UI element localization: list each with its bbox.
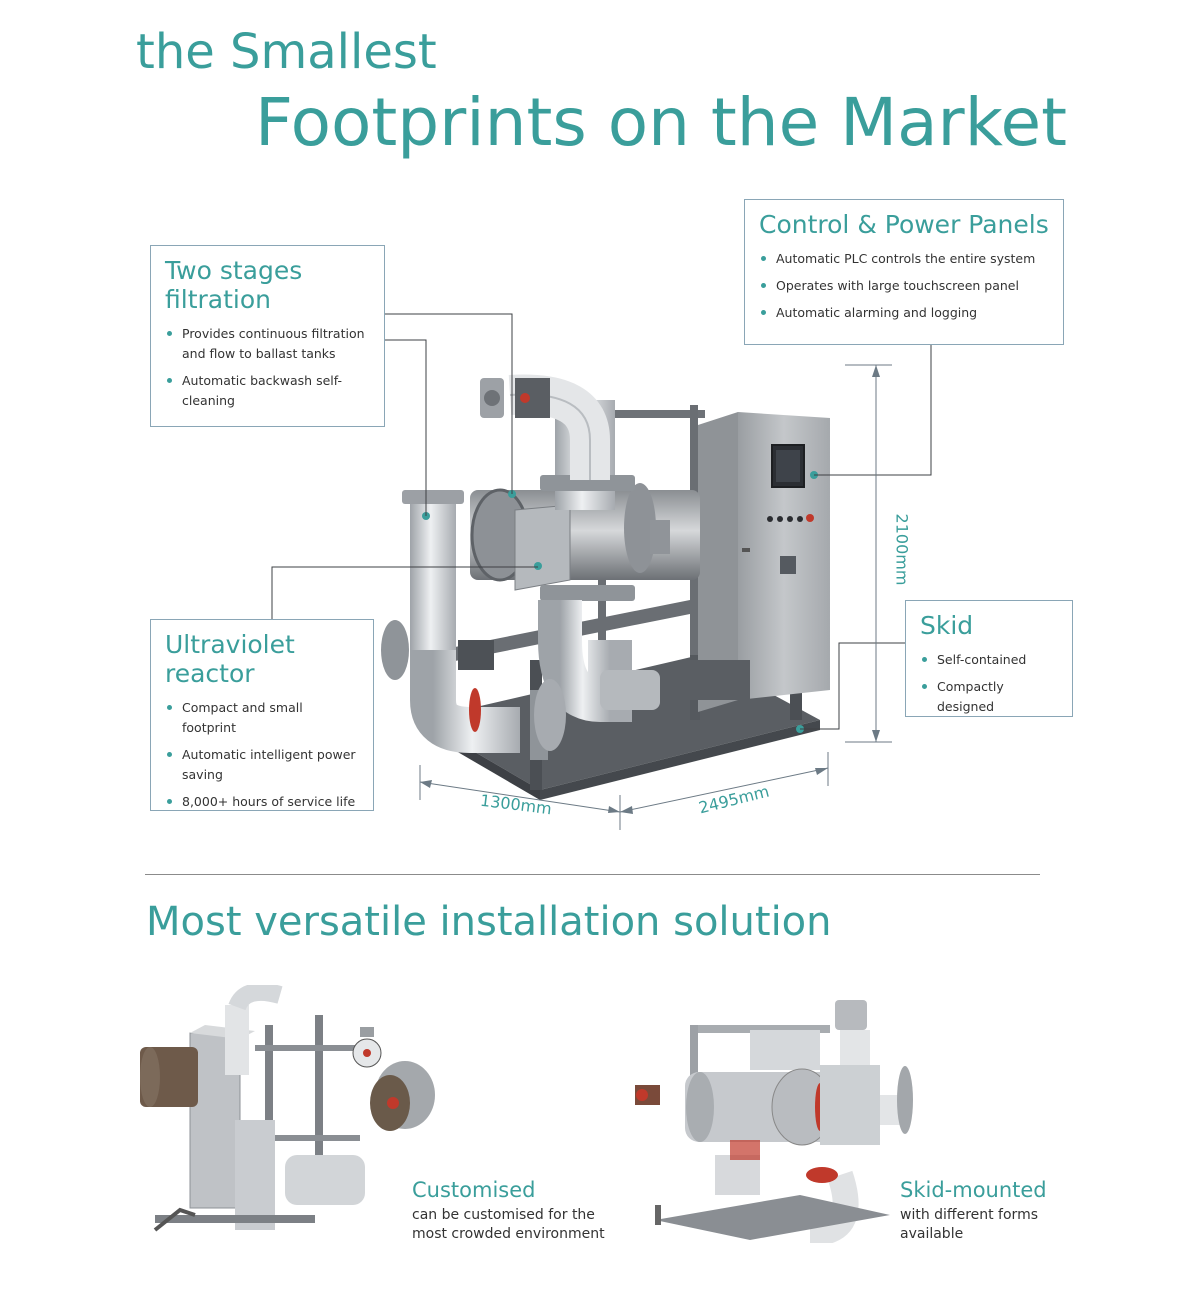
dimension-lines: [419, 364, 892, 830]
control-cabinet: [698, 412, 830, 712]
skid-mounted-system-illustration: [635, 1000, 913, 1243]
section-divider: [145, 874, 1040, 875]
machine-illustration: [271, 313, 932, 830]
callout-item: Self-contained: [920, 650, 1058, 670]
callout-title: Skid: [920, 611, 974, 640]
callout-control-power: Control & Power Panels Automatic PLC con…: [744, 199, 1064, 345]
callout-skid: Skid Self-contained Compactly designed: [905, 600, 1073, 717]
callout-item: Operates with large touchscreen panel: [759, 276, 1049, 296]
callout-item: Compactly designed: [920, 677, 1058, 717]
customised-system-illustration: [140, 985, 435, 1232]
callout-item: Automatic backwash self-cleaning: [165, 371, 370, 411]
callout-title: Two stages filtration: [165, 256, 303, 314]
option-skid-mounted-desc: with different forms available: [900, 1207, 1038, 1242]
callout-item: Automatic intelligent power saving: [165, 745, 359, 785]
uv-reactor: [470, 483, 700, 591]
option-customised-title: Customised: [412, 1178, 536, 1202]
dimension-height-label: 2100mm: [892, 513, 912, 586]
option-customised-desc: can be customised for the most crowded e…: [412, 1207, 605, 1242]
page-title: Footprints on the Market: [255, 84, 1068, 161]
callout-title: Control & Power Panels: [759, 210, 1049, 239]
callout-title: Ultraviolet reactor: [165, 630, 295, 688]
callout-filtration: Two stages filtration Provides continuou…: [150, 245, 385, 427]
option-skid-mounted-title: Skid-mounted: [900, 1178, 1047, 1202]
callout-uv-reactor: Ultraviolet reactor Compact and small fo…: [150, 619, 374, 811]
callout-item: 8,000+ hours of service life: [165, 792, 359, 812]
callout-item: Automatic alarming and logging: [759, 303, 1049, 323]
title-small: the Smallest: [136, 24, 437, 80]
section-heading: Most versatile installation solution: [146, 899, 832, 945]
callout-item: Provides continuous filtration and flow …: [165, 324, 370, 364]
callout-item: Compact and small footprint: [165, 698, 359, 738]
leader-lines: [271, 313, 932, 730]
callout-item: Automatic PLC controls the entire system: [759, 249, 1049, 269]
